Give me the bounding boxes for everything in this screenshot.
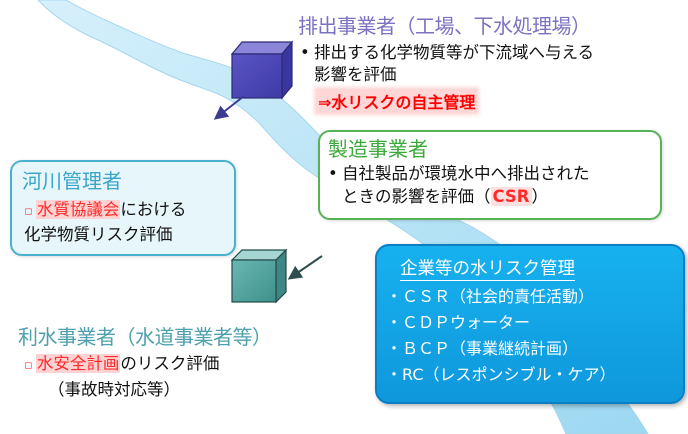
discharger-title: 排出事業者（工場、下水処理場） [298,14,591,38]
discharger-description: •排出する化学物質等が下流域へ与える 影響を評価 [300,42,680,86]
list-item: ・ＢＣＰ（事業継続計画） [386,339,579,358]
manufacturer-title: 製造事業者 [328,137,428,161]
corporate-risk-title: 企業等の水リスク管理 [400,259,575,281]
square-bullet-icon: ▫ [24,204,33,219]
list-item: ・ＣＳＲ（社会的責任活動） [386,287,595,306]
list-item: ・ＣＤＰウォーター [386,313,531,332]
utility-arrow [287,255,323,280]
bullet-icon: • [300,43,310,62]
river-admin-text-line2: 化学物質リスク評価 [24,225,173,244]
water-safety-plan-highlight: 水安全計画 [35,354,121,373]
discharger-text-line1: 排出する化学物質等が下流域へ与える [314,43,595,62]
corporate-risk-list: ・ＣＳＲ（社会的責任活動） ・ＣＤＰウォーター ・ＢＣＰ（事業継続計画） ・RC… [386,284,616,388]
river-admin-description: ▫水質協議会における 化学物質リスク評価 [24,198,234,246]
discharger-arrow [213,95,245,120]
water-utility-text-suffix: のリスク評価 [120,354,220,373]
river-admin-title: 河川管理者 [22,169,122,193]
manufacturer-text-prefix: ときの影響を評価（ [342,187,491,206]
river-admin-text-suffix: における [120,200,187,219]
water-quality-council-highlight: 水質協議会 [35,200,121,219]
square-bullet-icon: ▫ [24,358,33,373]
water-utility-description: ▫水安全計画のリスク評価 （事故時対応等） [24,352,219,402]
bullet-icon: • [328,164,338,183]
voluntary-risk-label: ⇒水リスクの自主管理 [316,89,478,113]
discharger-text-line2: 影響を評価 [314,65,397,84]
manufacturer-text-line1: 自社製品が環境水中へ排出された [342,164,590,183]
water-utility-text-line2: （事故時対応等） [48,380,180,399]
manufacturer-description: •自社製品が環境水中へ排出された ときの影響を評価（CSR） [328,162,658,208]
utility-cube-icon [230,248,288,304]
water-utility-title: 利水事業者（水道事業者等） [18,325,272,349]
discharger-cube-icon [230,40,294,100]
corporate-risk-box [375,244,685,404]
csr-highlight: CSR [490,187,532,206]
list-item: ・RC（レスポンシブル・ケア） [386,365,616,384]
manufacturer-box [318,130,662,220]
manufacturer-text-suffix: ） [531,187,549,206]
